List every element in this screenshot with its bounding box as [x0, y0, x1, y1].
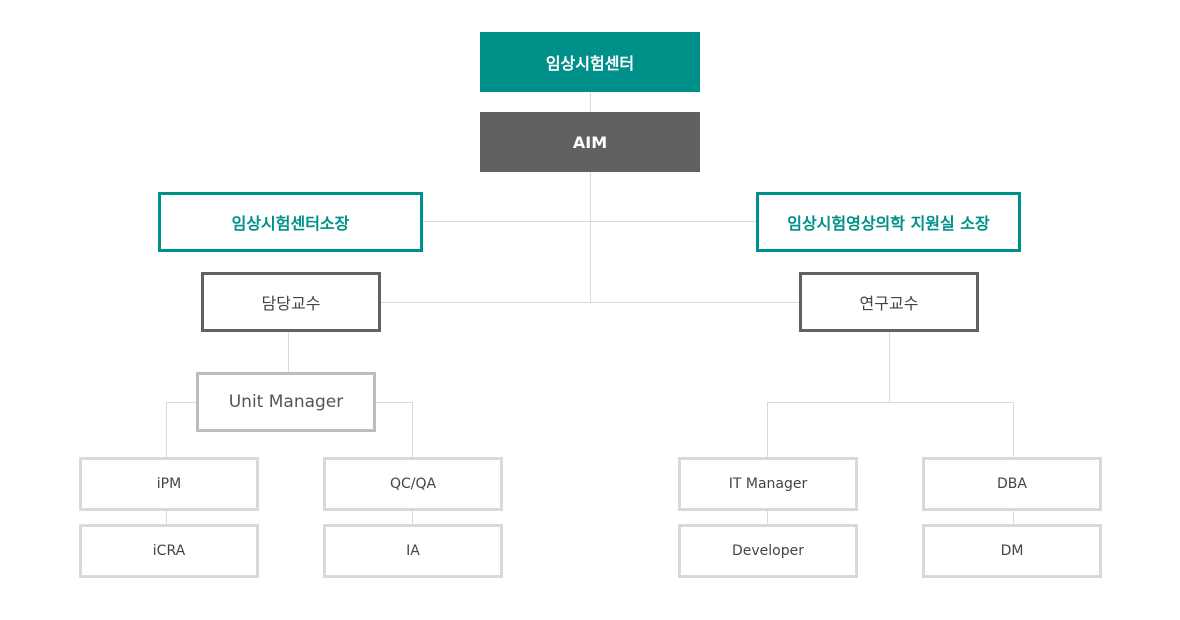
connector-right-branch-2 — [1013, 402, 1014, 459]
node-aim: AIM — [480, 112, 700, 172]
node-clinical-trial-center: 임상시험센터 — [480, 32, 700, 92]
connector-qcqa-ia — [412, 510, 413, 526]
connector-left-branch-2 — [412, 402, 413, 459]
node-professor-in-charge: 담당교수 — [201, 272, 381, 332]
node-ipm: iPM — [79, 457, 259, 511]
connector-dba-dm — [1013, 510, 1014, 526]
connector-top-aim — [590, 92, 591, 112]
node-research-professor: 연구교수 — [799, 272, 979, 332]
node-imaging-support-director: 임상시험영상의학 지원실 소장 — [756, 192, 1021, 252]
connector-aim-trunk — [590, 172, 591, 302]
node-unit-manager: Unit Manager — [196, 372, 376, 432]
connector-ipm-icra — [166, 510, 167, 526]
node-qc-qa: QC/QA — [323, 457, 503, 511]
node-dm: DM — [922, 524, 1102, 578]
connector-professor-row — [380, 302, 800, 303]
connector-left-prof-unit — [288, 331, 289, 373]
node-center-director: 임상시험센터소장 — [158, 192, 423, 252]
connector-right-branch-1 — [767, 402, 768, 459]
node-ia: IA — [323, 524, 503, 578]
connector-left-branch-1 — [166, 402, 167, 459]
connector-director-row — [422, 221, 757, 222]
node-dba: DBA — [922, 457, 1102, 511]
connector-right-prof-down — [889, 331, 890, 402]
connector-itm-dev — [767, 510, 768, 526]
node-icra: iCRA — [79, 524, 259, 578]
connector-right-bracket — [767, 402, 1014, 403]
node-it-manager: IT Manager — [678, 457, 858, 511]
node-developer: Developer — [678, 524, 858, 578]
